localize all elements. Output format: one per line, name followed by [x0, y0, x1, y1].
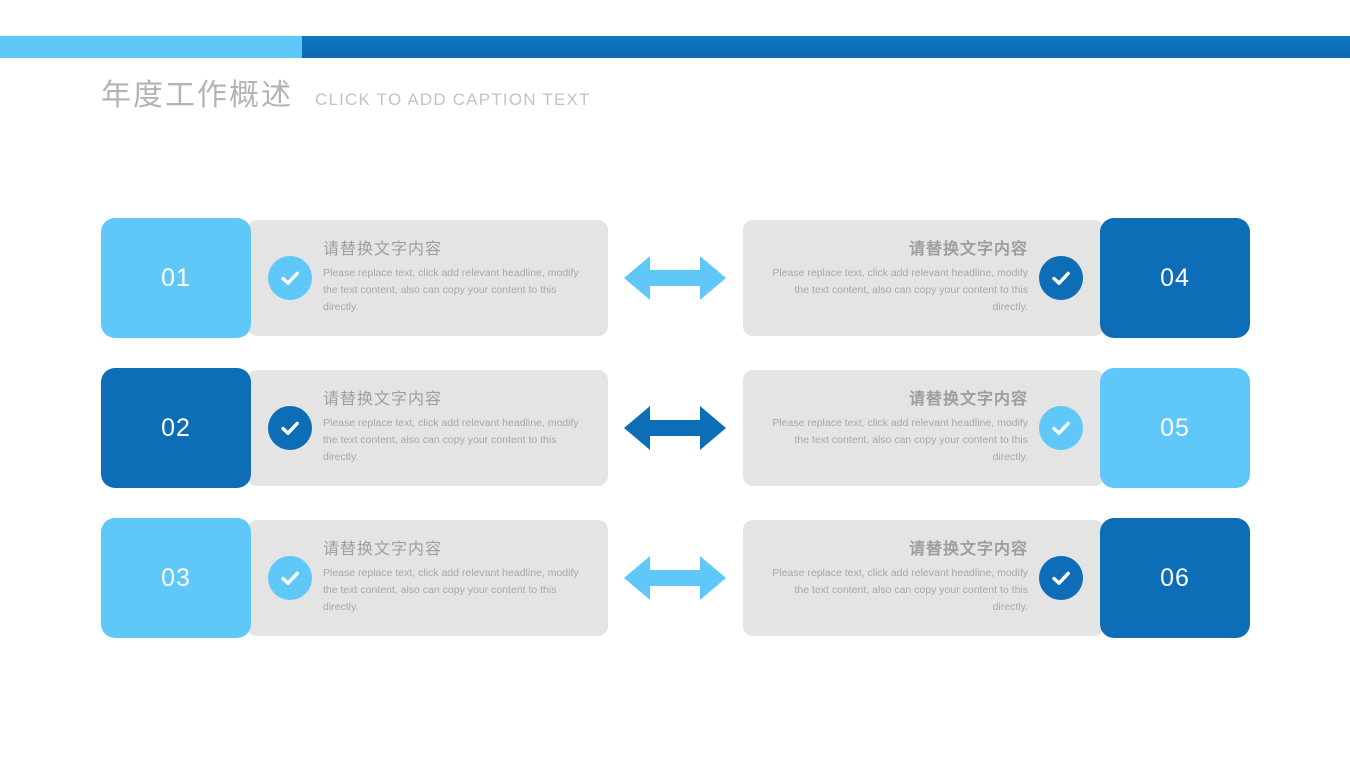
card-heading: 请替换文字内容 [323, 241, 443, 259]
card-body: Please replace text, click add relevant … [323, 416, 579, 463]
card-heading: 请替换文字内容 [323, 391, 443, 409]
text-card: 请替换文字内容 Please replace text, click add r… [247, 370, 608, 486]
content-row: 01 请替换文字内容 Please replace text, click ad… [0, 218, 1350, 338]
page-caption: CLICK TO ADD CAPTION TEXT [315, 90, 591, 109]
header-accent-bar [0, 36, 1350, 58]
row-2-left-item[interactable]: 02 请替换文字内容 Please replace text, click ad… [101, 368, 608, 488]
text-block: 请替换文字内容 Please replace text, click add r… [323, 390, 588, 466]
number-tile[interactable]: 04 [1100, 218, 1250, 338]
number-tile[interactable]: 03 [101, 518, 251, 638]
header-bar-dark-segment [302, 36, 1350, 58]
text-card: 请替换文字内容 Please replace text, click add r… [247, 220, 608, 336]
card-body: Please replace text, click add relevant … [772, 266, 1028, 313]
card-heading: 请替换文字内容 [908, 241, 1028, 259]
card-body: Please replace text, click add relevant … [323, 266, 579, 313]
double-arrow-icon [624, 403, 726, 453]
content-row: 03 请替换文字内容 Please replace text, click ad… [0, 518, 1350, 638]
content-row: 02 请替换文字内容 Please replace text, click ad… [0, 368, 1350, 488]
number-tile[interactable]: 01 [101, 218, 251, 338]
page-title: 年度工作概述 [101, 79, 293, 112]
header-bar-light-segment [0, 36, 302, 58]
row-3-left-item[interactable]: 03 请替换文字内容 Please replace text, click ad… [101, 518, 608, 638]
text-block: 请替换文字内容 Please replace text, click add r… [323, 240, 588, 316]
card-body: Please replace text, click add relevant … [323, 566, 579, 613]
card-body: Please replace text, click add relevant … [772, 566, 1028, 613]
text-block: 请替换文字内容 Please replace text, click add r… [323, 540, 588, 616]
row-2-right-item[interactable]: 请替换文字内容 Please replace text, click add r… [743, 368, 1250, 488]
card-heading: 请替换文字内容 [908, 541, 1028, 559]
text-card: 请替换文字内容 Please replace text, click add r… [743, 520, 1104, 636]
row-3-right-item[interactable]: 请替换文字内容 Please replace text, click add r… [743, 518, 1250, 638]
check-circle-icon [1039, 256, 1083, 300]
row-1-left-item[interactable]: 01 请替换文字内容 Please replace text, click ad… [101, 218, 608, 338]
content-rows: 01 请替换文字内容 Please replace text, click ad… [0, 218, 1350, 668]
check-circle-icon [1039, 406, 1083, 450]
text-card: 请替换文字内容 Please replace text, click add r… [743, 370, 1104, 486]
check-circle-icon [268, 556, 312, 600]
number-tile[interactable]: 02 [101, 368, 251, 488]
text-card: 请替换文字内容 Please replace text, click add r… [743, 220, 1104, 336]
card-heading: 请替换文字内容 [323, 541, 443, 559]
row-1-right-item[interactable]: 请替换文字内容 Please replace text, click add r… [743, 218, 1250, 338]
page-title-row: 年度工作概述 CLICK TO ADD CAPTION TEXT [101, 70, 591, 114]
text-card: 请替换文字内容 Please replace text, click add r… [247, 520, 608, 636]
text-block: 请替换文字内容 Please replace text, click add r… [763, 540, 1028, 616]
card-heading: 请替换文字内容 [908, 391, 1028, 409]
double-arrow-icon [624, 553, 726, 603]
text-block: 请替换文字内容 Please replace text, click add r… [763, 240, 1028, 316]
double-arrow-icon [624, 253, 726, 303]
check-circle-icon [268, 406, 312, 450]
check-circle-icon [1039, 556, 1083, 600]
number-tile[interactable]: 05 [1100, 368, 1250, 488]
card-body: Please replace text, click add relevant … [772, 416, 1028, 463]
number-tile[interactable]: 06 [1100, 518, 1250, 638]
check-circle-icon [268, 256, 312, 300]
text-block: 请替换文字内容 Please replace text, click add r… [763, 390, 1028, 466]
